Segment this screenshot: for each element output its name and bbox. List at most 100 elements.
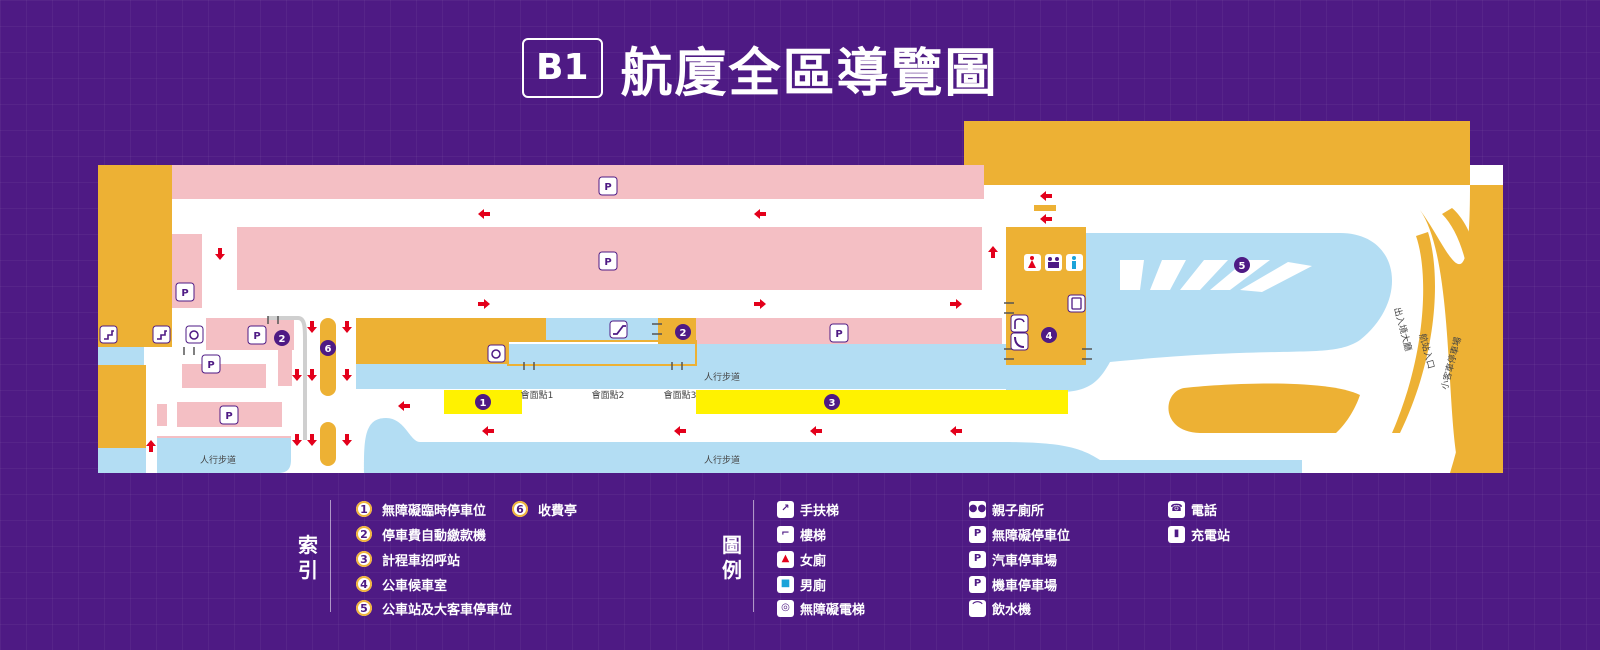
- legend-divider: [753, 500, 754, 612]
- legend-item: P 機車停車場: [969, 574, 1057, 594]
- legend-label: 充電站: [1191, 528, 1231, 544]
- outer-lane-divider: [1442, 208, 1487, 473]
- terminal-building-top: [964, 121, 1470, 185]
- page-title: 航廈全區導覽圖: [620, 43, 999, 104]
- legend-item: ■男廁: [777, 574, 826, 594]
- marker-payment-left: 2: [274, 330, 290, 346]
- female-restroom-icon: ▲: [777, 550, 794, 568]
- accessible-parking-icon: P: [969, 525, 986, 543]
- map-markers: 1 2 2 3 4 5 6: [274, 257, 1250, 410]
- accessible-elevator-icon: [487, 344, 506, 363]
- svg-text:2: 2: [279, 334, 286, 345]
- svg-text:2: 2: [680, 328, 687, 339]
- bus-bays: [1120, 260, 1312, 292]
- traffic-arrows: [146, 191, 1052, 452]
- svg-text:P: P: [835, 329, 842, 340]
- legend-item: ⌐樓梯: [777, 524, 826, 544]
- legend-label: 飲水機: [992, 602, 1032, 618]
- index-number: 1: [356, 501, 372, 517]
- marker-bus-stop: 5: [1234, 257, 1250, 273]
- accessible-parking-icon: P: [247, 325, 267, 345]
- walkway-middle-top: [546, 318, 658, 342]
- male-restroom-icon: ■: [777, 575, 794, 593]
- legend-item: ↗手扶梯: [777, 499, 839, 519]
- walkway-label: 人行步道: [704, 371, 740, 383]
- legend-item: ◎ 無障礙電梯: [777, 598, 865, 618]
- walkway-left-small: [98, 347, 144, 365]
- arrival-curb-island: [1168, 383, 1360, 433]
- index-number: 5: [356, 600, 372, 616]
- legend-item: ⌒飲水機: [969, 598, 1031, 618]
- escalator-icon: [609, 320, 628, 339]
- meeting-point-label: 會面點1: [521, 389, 554, 401]
- legend-label: 親子廁所: [992, 503, 1045, 519]
- family-restroom-icon: ●●: [969, 500, 986, 518]
- svg-text:6: 6: [325, 344, 332, 355]
- svg-text:5: 5: [1239, 261, 1246, 272]
- motorcycle-parking-icon: P: [969, 575, 986, 593]
- terminal-building-right: [1420, 185, 1503, 473]
- parking-left-f: [278, 350, 292, 386]
- index-number: 6: [512, 501, 528, 517]
- index-item: 3 計程車招呼站: [356, 549, 460, 569]
- toll-booth-upper: [320, 318, 336, 396]
- svg-text:4: 4: [1046, 331, 1053, 342]
- svg-text:3: 3: [829, 398, 836, 409]
- escalator-icon: ↗: [777, 500, 794, 518]
- accessible-elevator-icon: ◎: [777, 599, 794, 617]
- phone-icon: [1010, 332, 1029, 351]
- walkway-label: 人行步道: [704, 454, 740, 466]
- male-restroom-icon: [1066, 254, 1083, 271]
- legend-item: ●● 親子廁所: [969, 499, 1044, 519]
- index-number: 3: [356, 551, 372, 567]
- legend-item: ▮充電站: [1168, 524, 1230, 544]
- legend-label: 無障礙電梯: [800, 602, 866, 618]
- marker-accessible-pickup: 1: [475, 394, 491, 410]
- phone-icon: ☎: [1168, 500, 1185, 518]
- ramp-lane: [268, 316, 307, 440]
- entrance-lane-divider: [1392, 232, 1435, 433]
- walkway-bottom: [364, 418, 1302, 473]
- car-parking-icon: P: [598, 176, 618, 196]
- svg-text:P: P: [225, 411, 232, 422]
- index-label: 無障礙臨時停車位: [382, 503, 487, 519]
- left-building-bottom: [98, 365, 146, 448]
- index-number: 4: [356, 576, 372, 592]
- gate-barriers: [183, 302, 1092, 370]
- legend-label: 電話: [1191, 503, 1218, 519]
- charging-station-icon: [1067, 294, 1086, 313]
- marker-bus-waiting: 4: [1041, 327, 1057, 343]
- parking-top-strip: [172, 165, 984, 199]
- index-divider: [330, 500, 331, 612]
- female-restroom-icon: [1024, 254, 1041, 271]
- legend-label: 機車停車場: [992, 578, 1058, 594]
- accessible-parking-icon: P: [175, 282, 195, 302]
- index-label: 計程車招呼站: [382, 553, 461, 569]
- walkway-left: [157, 438, 291, 473]
- stairs-icon: [99, 325, 118, 344]
- taxi-stand-zone: [696, 390, 1068, 414]
- legend-item: P 無障礙停車位: [969, 524, 1070, 544]
- meeting-point-label: 會面點2: [592, 389, 625, 401]
- floor-badge: B1: [522, 38, 603, 98]
- stairs-icon: [152, 325, 171, 344]
- legend-label: 樓梯: [800, 528, 827, 544]
- map-icons: P P P P P P P: [99, 176, 1086, 425]
- accessible-elevator-icon: [185, 325, 204, 344]
- left-building-top: [98, 165, 172, 347]
- meeting-point-label: 會面點3: [664, 389, 697, 401]
- middle-building-outline: [507, 340, 697, 366]
- legend-label: 無障礙停車位: [992, 528, 1071, 544]
- marker-taxi-stand: 3: [824, 394, 840, 410]
- toll-booth-lower: [320, 422, 336, 466]
- legend-label: 汽車停車場: [992, 553, 1058, 569]
- bus-shelter-bar: [1034, 205, 1056, 211]
- parking-left-d: [157, 404, 167, 426]
- legend-item: ▲女廁: [777, 549, 826, 569]
- svg-text:P: P: [181, 288, 188, 299]
